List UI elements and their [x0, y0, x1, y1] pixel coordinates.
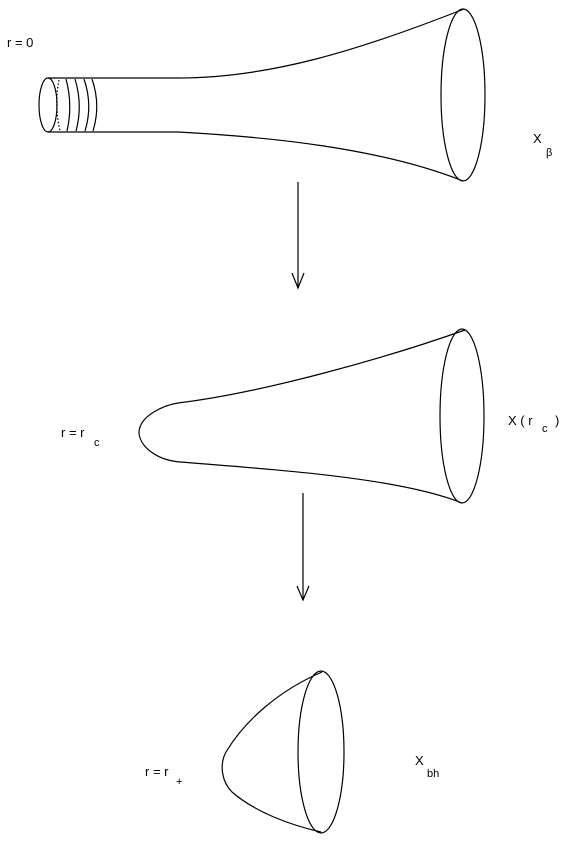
winding-line-3 [83, 78, 90, 132]
label-x-beta: X [533, 131, 542, 146]
label-x-bh-subscript: bh [427, 768, 440, 780]
cylinder-end-cap [38, 77, 58, 133]
winding-line-2 [74, 78, 80, 132]
x-rc-surface [138, 328, 485, 504]
arrow-down-1 [291, 182, 305, 290]
arrow-down-2 [296, 493, 310, 602]
label-x-rc-subscript: c [542, 423, 548, 435]
x-bh-boundary-ellipse [297, 670, 345, 834]
label-x-beta-subscript: β [546, 147, 553, 159]
label-r-zero: r = 0 [7, 35, 34, 50]
x-beta-boundary-ellipse [440, 8, 486, 182]
x-rc-boundary-ellipse [439, 328, 485, 504]
label-r-rc-subscript: c [94, 437, 100, 449]
x-rc-outline [138, 329, 466, 504]
x-bh-surface [221, 670, 345, 834]
x-beta-bottom-edge [48, 131, 464, 182]
label-x-rc: X ( r [508, 413, 533, 428]
label-r-rplus: r = r [145, 764, 169, 779]
x-bh-outline [221, 671, 323, 833]
label-x-rc-close-paren: ) [555, 413, 560, 428]
label-x-bh: X [415, 753, 424, 768]
winding-line-1 [65, 78, 71, 132]
label-r-rc: r = r [61, 425, 85, 440]
cylinder-hidden-edge [56, 79, 61, 132]
winding-line-4 [91, 78, 98, 132]
label-r-rplus-subscript: + [176, 776, 183, 788]
x-beta-surface [38, 8, 486, 182]
x-beta-top-edge [48, 8, 465, 79]
